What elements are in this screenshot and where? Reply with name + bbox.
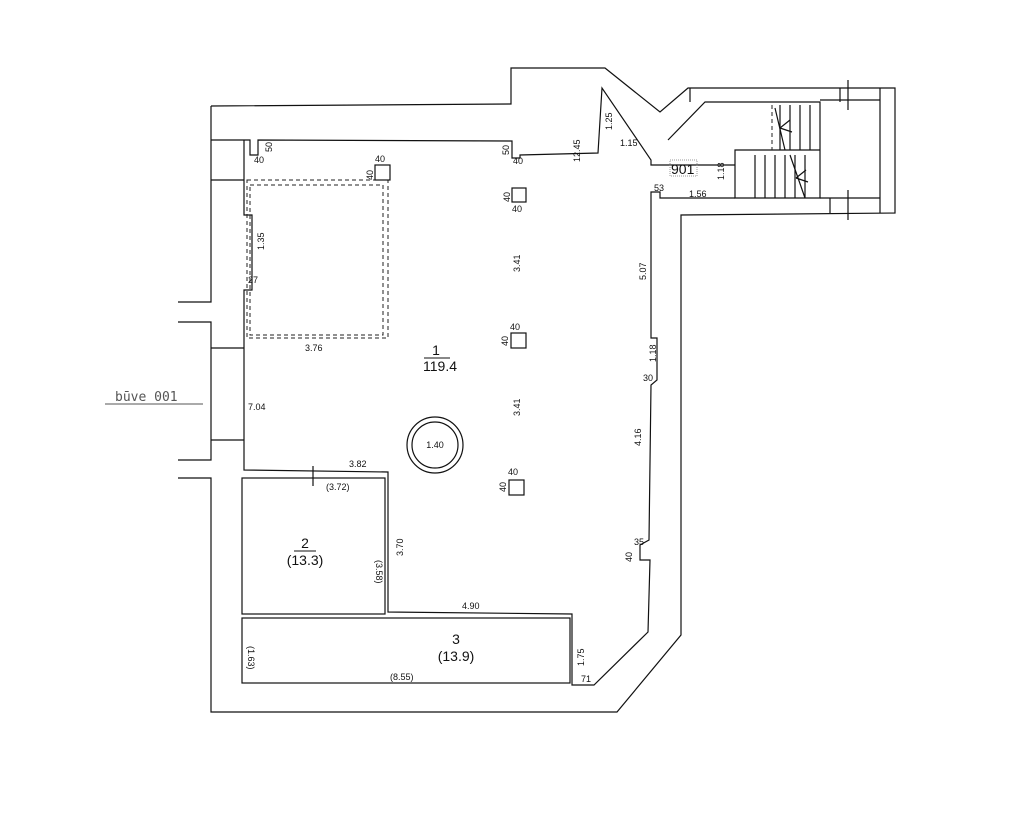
dimension: (8.55): [390, 672, 414, 682]
dimension: 1.25: [604, 112, 614, 130]
dimension: 27: [248, 275, 258, 285]
dimension: 3.41: [512, 254, 522, 272]
dimension: 1.56: [689, 189, 707, 199]
column-1: [374, 164, 391, 181]
room-number: 3: [452, 631, 460, 647]
dimension: 4.16: [633, 428, 643, 446]
dimension: 4.90: [462, 601, 480, 611]
column-3: [510, 332, 527, 349]
room-2-label: 2 (13.3): [287, 535, 324, 568]
dimension: 40: [500, 336, 510, 346]
dimension: 50: [264, 142, 274, 152]
column-2: [511, 187, 527, 203]
room-901-box: [669, 159, 698, 177]
dimension: 12.45: [572, 139, 582, 162]
room-number: 1: [432, 342, 440, 358]
dimension: 3.41: [512, 398, 522, 416]
dimension: (1.63): [246, 646, 256, 670]
dimension: 1.18: [716, 162, 726, 180]
dimension: 40: [508, 467, 518, 477]
dimension: 35: [634, 537, 644, 547]
dimension: 40: [502, 192, 512, 202]
columns: [374, 164, 527, 496]
inner-walls: [241, 86, 735, 686]
room-area: (13.3): [287, 552, 324, 568]
dimension: (3.58): [374, 560, 384, 584]
dimension: 40: [512, 204, 522, 214]
dimension: 1.35: [256, 232, 266, 250]
round-column-inner: [411, 421, 459, 469]
stairs: [667, 80, 881, 220]
room-area: (13.9): [438, 648, 475, 664]
room-1-label: 1 119.4: [423, 342, 457, 374]
building-label: būve 001: [115, 390, 178, 405]
dimension: 30: [643, 373, 653, 383]
outer-walls: [178, 67, 896, 713]
dimension: 40: [624, 552, 634, 562]
dimension: 40: [375, 154, 385, 164]
dimension: 40: [498, 482, 508, 492]
room-3-label: 3 (13.9): [438, 631, 475, 664]
dimension: 1.15: [620, 138, 638, 148]
dimensions: 40 50 40 40 50 40 12.45 1.25 1.15 1.18 5…: [246, 112, 726, 684]
dimension: 40: [254, 155, 264, 165]
dimension: 1.75: [576, 648, 586, 666]
dimension: 3.82: [349, 459, 367, 469]
dimension: 1.18: [648, 344, 658, 362]
room-number: 2: [301, 535, 309, 551]
dimension: 71: [581, 674, 591, 684]
dimension: 40: [365, 170, 375, 180]
dimension: 3.70: [395, 538, 405, 556]
dimension: 53: [654, 183, 664, 193]
dimension: 50: [501, 145, 511, 155]
round-column: [406, 416, 464, 474]
dimension: (3.72): [326, 482, 350, 492]
dimension: 40: [510, 322, 520, 332]
dimension: 3.76: [305, 343, 323, 353]
dimension: 40: [513, 156, 523, 166]
column-4: [508, 479, 525, 496]
room-area: 119.4: [423, 358, 457, 374]
dimension: 7.04: [248, 402, 266, 412]
dimension: 5.07: [638, 262, 648, 280]
column-diameter: 1.40: [426, 440, 444, 450]
room-901-label: 901: [671, 161, 695, 177]
